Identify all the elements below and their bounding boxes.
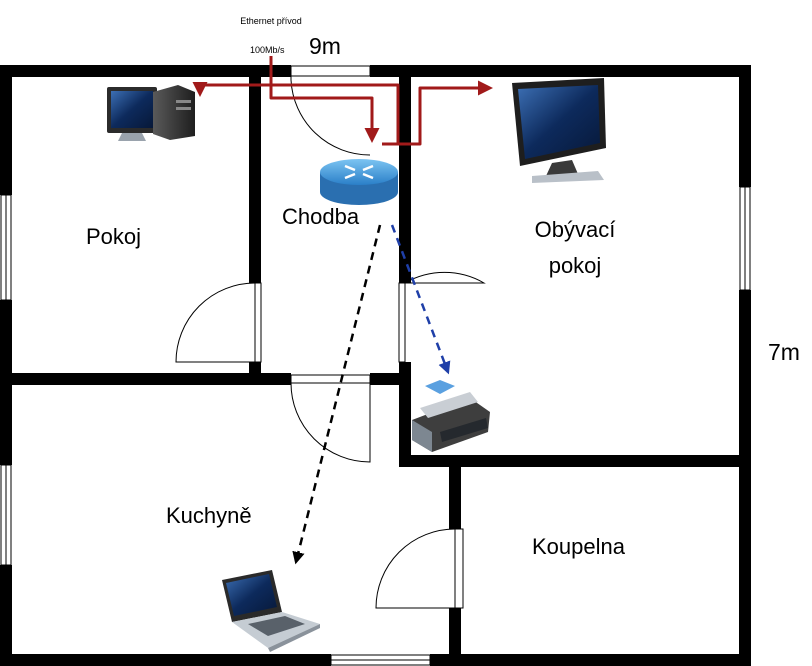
room-label-koupelna: Koupelna: [532, 534, 625, 559]
pokoj-door: [254, 282, 262, 363]
room-label-obyvaci-2: pokoj: [548, 253, 602, 278]
entrance-door-swing: [290, 76, 371, 156]
entrance-door: [290, 65, 371, 77]
room-label-chodba: Chodba: [282, 204, 360, 229]
doors: [175, 65, 486, 609]
wifi-link-printer: [390, 224, 451, 375]
height-dimension-label: 7m: [768, 339, 800, 365]
ethernet-wiring: [192, 56, 493, 146]
desktop-computer-icon: [107, 85, 195, 141]
kitchen-door-swing: [290, 382, 371, 463]
printer-icon: [412, 380, 490, 452]
walls: [0, 65, 751, 666]
ethernet-label: Ethernet přívod: [240, 16, 302, 26]
bathroom-door-swing: [375, 528, 456, 609]
ethernet-input-arrow: [269, 56, 380, 143]
width-dimension-label: 9m: [309, 33, 341, 59]
room-label-kuchyne: Kuchyně: [166, 503, 252, 528]
pokoj-door-swing: [175, 282, 256, 363]
monitor-icon: [512, 78, 606, 183]
ethernet-speed-label: 100Mb/s: [250, 45, 285, 55]
living-door-swing: [404, 271, 486, 284]
laptop-icon: [222, 570, 320, 652]
wifi-link-laptop: [292, 224, 382, 565]
kitchen-door: [290, 374, 371, 384]
room-label-pokoj: Pokoj: [86, 224, 142, 249]
router-icon: [320, 159, 398, 205]
windows: [0, 186, 751, 666]
room-label-obyvaci-1: Obývací: [534, 217, 616, 242]
living-door: [398, 282, 406, 363]
link-to-desktop: [192, 82, 400, 144]
link-to-monitor: [382, 80, 493, 146]
bathroom-door: [454, 528, 464, 609]
